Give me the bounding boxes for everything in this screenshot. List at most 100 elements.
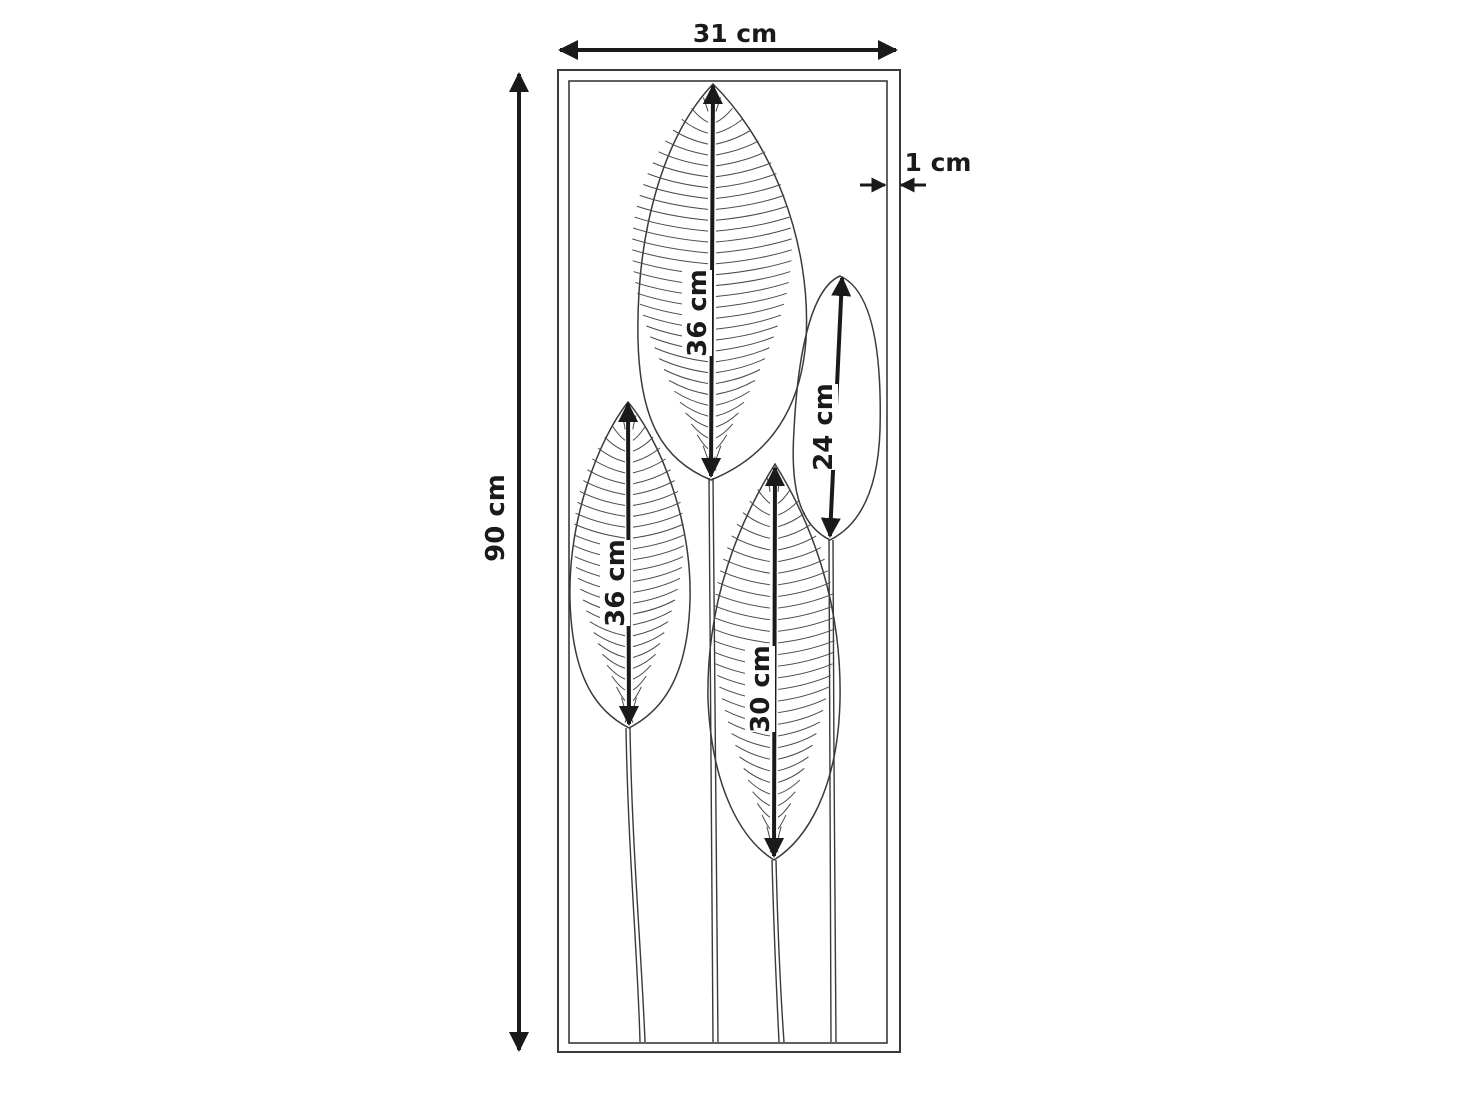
- label-backgrounds: [600, 270, 838, 732]
- leaf-rib: [777, 477, 782, 492]
- leaf-rib: [715, 593, 771, 609]
- leaf-rib: [715, 216, 790, 232]
- leaf-rib: [777, 768, 805, 783]
- leaf-rib: [777, 733, 817, 749]
- leaf-rib: [715, 194, 785, 210]
- leaf-rib: [777, 686, 829, 702]
- height-label: 90 cm: [481, 474, 511, 562]
- leaves: [569, 82, 881, 861]
- leaf-rib: [632, 426, 646, 441]
- leaf-rib: [777, 616, 835, 632]
- leaf-rib: [714, 605, 771, 621]
- leaf-rib: [777, 523, 812, 539]
- leaf-rib: [777, 651, 834, 667]
- leaf-rib: [715, 260, 792, 276]
- stem-small-inner: [775, 859, 785, 1043]
- leaf-rib: [777, 500, 799, 516]
- leaf-rib: [777, 721, 821, 737]
- leaf-left-outline: [569, 400, 691, 729]
- leaf-rib: [777, 674, 831, 690]
- depth-label: 1 cm: [905, 148, 972, 177]
- leaf-rib: [597, 447, 626, 463]
- leaf-rib: [777, 663, 833, 679]
- stem-small: [771, 859, 780, 1043]
- stems: [625, 477, 837, 1043]
- leaf-rib: [777, 593, 833, 609]
- leaf-rib: [632, 238, 709, 254]
- leaf-rib: [715, 249, 792, 265]
- leaf-rib: [713, 628, 771, 644]
- leaf-rib: [715, 238, 792, 254]
- leaf-small-outline: [707, 462, 841, 861]
- frame-inner: [568, 80, 888, 1044]
- leaf-rib: [777, 512, 806, 528]
- frame-outer: [557, 69, 901, 1053]
- dimension-arrows: [509, 40, 926, 1052]
- leaf-rib: [777, 581, 831, 597]
- leaf-rib: [691, 108, 709, 123]
- leaf-rib: [715, 271, 791, 287]
- leaf-rib: [715, 227, 791, 243]
- leaf-rib: [747, 779, 771, 795]
- leaf-rib: [715, 108, 733, 123]
- leaf-rib: [756, 803, 771, 818]
- leaf-rib: [752, 791, 771, 807]
- leaf-rib: [715, 118, 743, 134]
- leaf-rib: [632, 249, 709, 265]
- leaf-center-label: 36 cm: [683, 269, 713, 357]
- stem-oval: [828, 539, 832, 1043]
- leaf-rib: [636, 205, 709, 221]
- leaf-rib: [777, 628, 835, 644]
- leaf-rib: [713, 616, 771, 632]
- leaf-rib: [777, 535, 817, 551]
- leaf-rib: [757, 489, 771, 504]
- leaf-rib: [777, 489, 791, 504]
- leaf-rib: [702, 97, 709, 112]
- leaf-rib: [715, 97, 722, 112]
- leaf-rib: [714, 456, 717, 471]
- leaf-rib: [639, 194, 709, 210]
- leaf-ribs: [573, 97, 835, 853]
- leaf-rib: [632, 415, 637, 430]
- leaf-rib: [604, 436, 626, 452]
- leaf-rib: [633, 227, 709, 243]
- leaf-rib: [743, 768, 771, 783]
- leaf-rib: [717, 581, 771, 597]
- leaf-rib: [777, 570, 829, 586]
- leaf-rib: [715, 205, 788, 221]
- leaf-rib: [715, 292, 787, 308]
- leaf-rib: [719, 570, 771, 586]
- frame: [557, 69, 901, 1053]
- leaf-rib: [715, 129, 752, 145]
- leaf-rib: [612, 426, 626, 441]
- leaf-rib: [723, 558, 771, 574]
- leaf-rib: [672, 129, 709, 145]
- leaf-rib: [777, 547, 822, 563]
- stem-left-inner: [629, 727, 646, 1043]
- stem-center-inner: [712, 477, 719, 1043]
- leaf-rib: [777, 791, 796, 807]
- leaf-oval-label: 24 cm: [809, 383, 839, 471]
- leaf-rib: [777, 640, 835, 656]
- leaf-rib: [766, 477, 771, 492]
- leaf-rib: [715, 303, 785, 319]
- stem-oval-inner: [832, 539, 837, 1043]
- width-label: 31 cm: [693, 19, 777, 48]
- leaf-oval-outline: [792, 275, 881, 541]
- leaf-rib: [777, 558, 825, 574]
- leaf-rib: [777, 709, 824, 725]
- leaf-rib: [621, 415, 626, 430]
- leaf-rib: [634, 216, 709, 232]
- leaf-rib: [777, 605, 834, 621]
- leaf-rib: [777, 803, 792, 818]
- leaf-rib: [731, 733, 771, 749]
- leaf-rib: [777, 698, 827, 714]
- leaf-center-outline: [637, 82, 808, 481]
- leaf-small-label: 30 cm: [746, 645, 776, 733]
- leaf-rib: [632, 447, 661, 463]
- stem-left: [625, 727, 641, 1043]
- stem-center: [708, 477, 714, 1043]
- leaf-rib: [632, 436, 654, 452]
- leaf-left-label: 36 cm: [601, 539, 631, 627]
